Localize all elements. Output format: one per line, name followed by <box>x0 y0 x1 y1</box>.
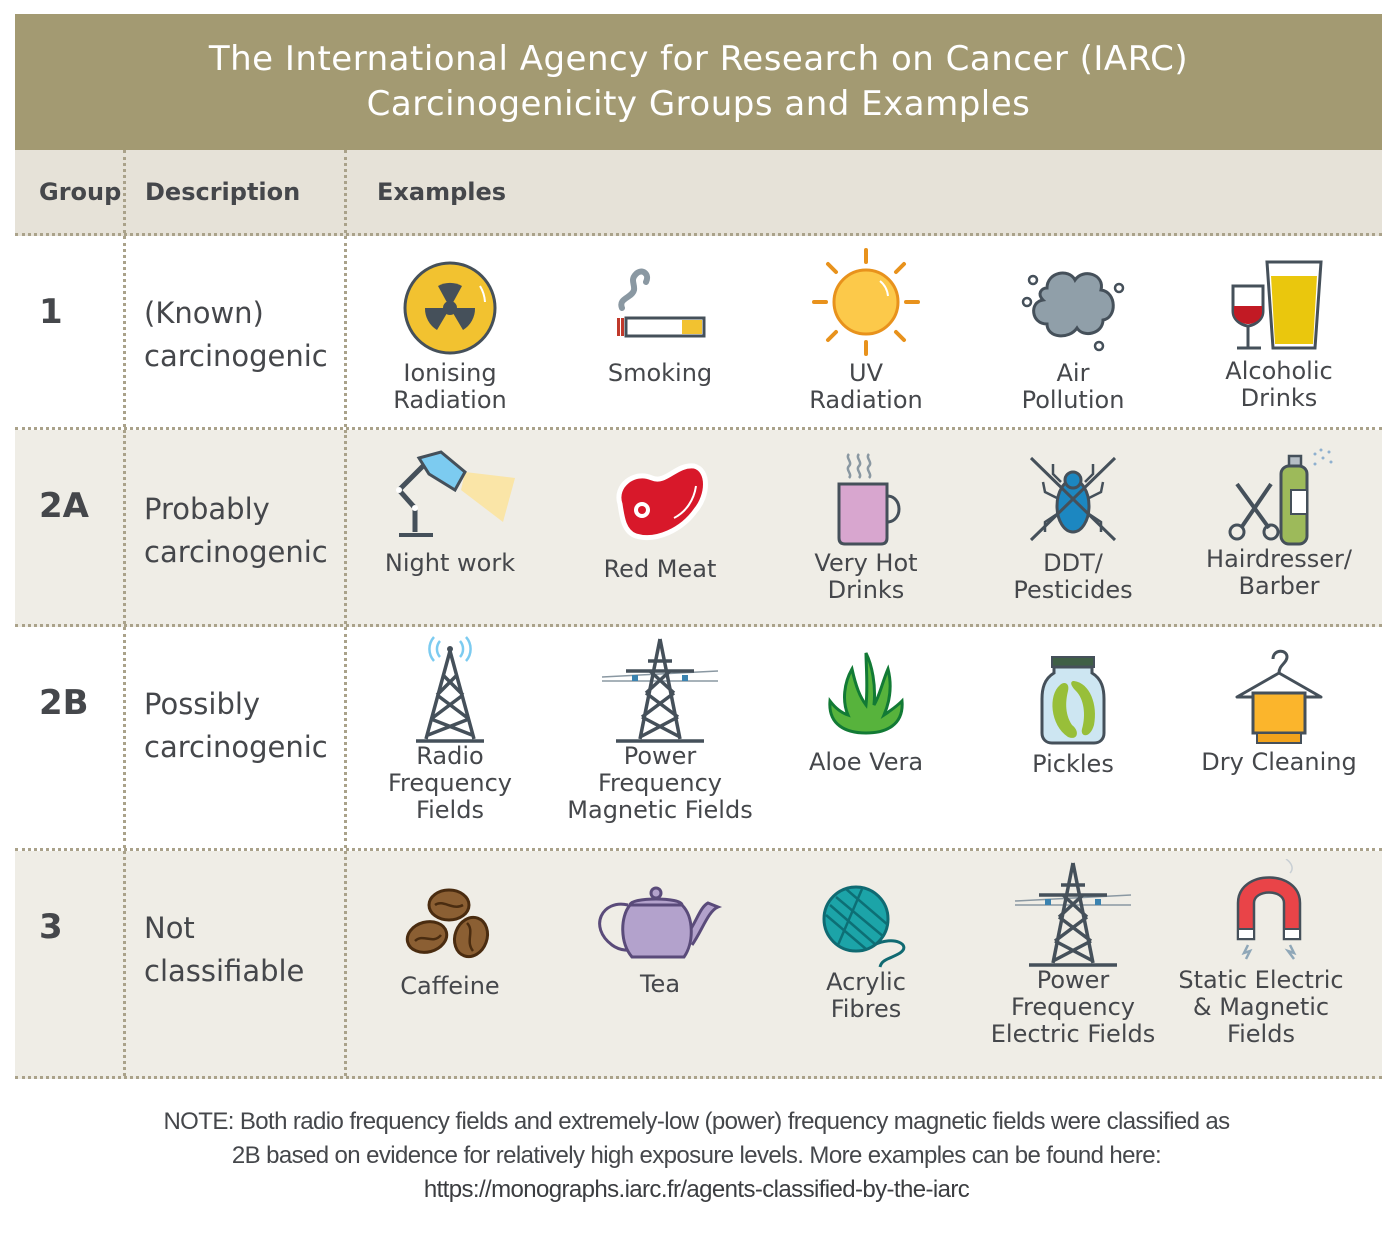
power-pylon-icon <box>601 638 719 743</box>
pickle-jar-icon <box>1040 656 1106 745</box>
example-static-electric-magnetic-fields: Static Electric & Magnetic Fields <box>1166 859 1372 1048</box>
example-ionising-radiation: Ionising Radiation <box>347 258 553 414</box>
iarc-link[interactable]: https://monographs.iarc.fr/agents-classi… <box>423 1176 970 1203</box>
group-description: (Known) carcinogenic <box>144 296 328 373</box>
hot-mug-icon <box>837 453 901 546</box>
group-row-2b: 2B Possibly carcinogenic <box>15 627 1382 851</box>
group-id: 2B <box>39 683 89 723</box>
cigarette-icon <box>617 268 706 338</box>
example-alcoholic-drinks: Alcoholic Drinks <box>1176 256 1382 412</box>
title-band: The International Agency for Research on… <box>15 14 1382 150</box>
aloe-vera-icon <box>828 652 904 735</box>
example-power-frequency-magnetic-fields: Power Frequency Magnetic Fields <box>557 635 763 824</box>
scissors-spray-icon <box>1228 448 1333 546</box>
group-row-3: 3 Not classifiable <box>15 851 1382 1079</box>
footnote: NOTE: Both radio frequency fields and ex… <box>0 1105 1393 1207</box>
column-header-group: Group <box>15 150 126 233</box>
example-caffeine: Caffeine <box>347 885 553 1000</box>
example-smoking: Smoking <box>557 258 763 387</box>
crossed-beetle-icon <box>1029 456 1117 542</box>
sun-icon <box>812 248 920 356</box>
teapot-icon <box>598 886 723 959</box>
example-red-meat: Red Meat <box>557 456 763 583</box>
example-pickles: Pickles <box>970 655 1176 778</box>
footnote-line2: 2B based on evidence for relatively high… <box>231 1142 1162 1169</box>
example-acrylic-fibres: Acrylic Fibres <box>763 883 969 1023</box>
example-night-work: Night work <box>347 450 553 577</box>
power-pylon-icon <box>1014 862 1132 967</box>
column-header-examples: Examples <box>377 177 507 206</box>
group-description: Probably carcinogenic <box>144 492 328 569</box>
radio-tower-icon <box>416 636 484 743</box>
footnote-line1: NOTE: Both radio frequency fields and ex… <box>163 1108 1230 1135</box>
desk-lamp-icon <box>396 450 515 537</box>
example-air-pollution: Air Pollution <box>970 258 1176 414</box>
example-tea: Tea <box>557 883 763 998</box>
smog-cloud-icon <box>1021 271 1125 352</box>
page-title-line1: The International Agency for Research on… <box>208 39 1189 79</box>
group-row-1: 1 (Known) carcinogenic <box>15 236 1382 430</box>
hanger-icon <box>1235 649 1323 744</box>
horseshoe-magnet-icon <box>1236 859 1302 960</box>
example-aloe-vera: Aloe Vera <box>763 651 969 776</box>
group-id: 2A <box>39 486 89 526</box>
iarc-table: The International Agency for Research on… <box>15 14 1382 1079</box>
group-row-2a: 2A Probably carcinogenic <box>15 430 1382 627</box>
group-description: Possibly carcinogenic <box>144 687 328 764</box>
column-header-row: Group Description Examples <box>15 150 1382 236</box>
group-id: 1 <box>39 292 63 332</box>
example-dry-cleaning: Dry Cleaning <box>1176 645 1382 776</box>
group-id: 3 <box>39 907 63 947</box>
group-description: Not classifiable <box>144 911 305 988</box>
page-title-line2: Carcinogenicity Groups and Examples <box>366 84 1031 124</box>
steak-icon <box>616 463 708 540</box>
example-uv-radiation: UV Radiation <box>763 246 969 414</box>
wine-beer-icon <box>1231 260 1323 350</box>
yarn-ball-icon <box>822 885 906 968</box>
example-hairdresser-barber: Hairdresser/ Barber <box>1176 444 1382 600</box>
radiation-icon <box>403 261 497 355</box>
example-ddt-pesticides: DDT/ Pesticides <box>970 452 1176 604</box>
coffee-beans-icon <box>405 888 490 959</box>
column-header-description: Description <box>126 150 347 233</box>
example-very-hot-drinks: Very Hot Drinks <box>763 450 969 604</box>
example-power-frequency-electric-fields: Power Frequency Electric Fields <box>970 859 1176 1048</box>
example-radio-frequency-fields: Radio Frequency Fields <box>347 635 553 824</box>
